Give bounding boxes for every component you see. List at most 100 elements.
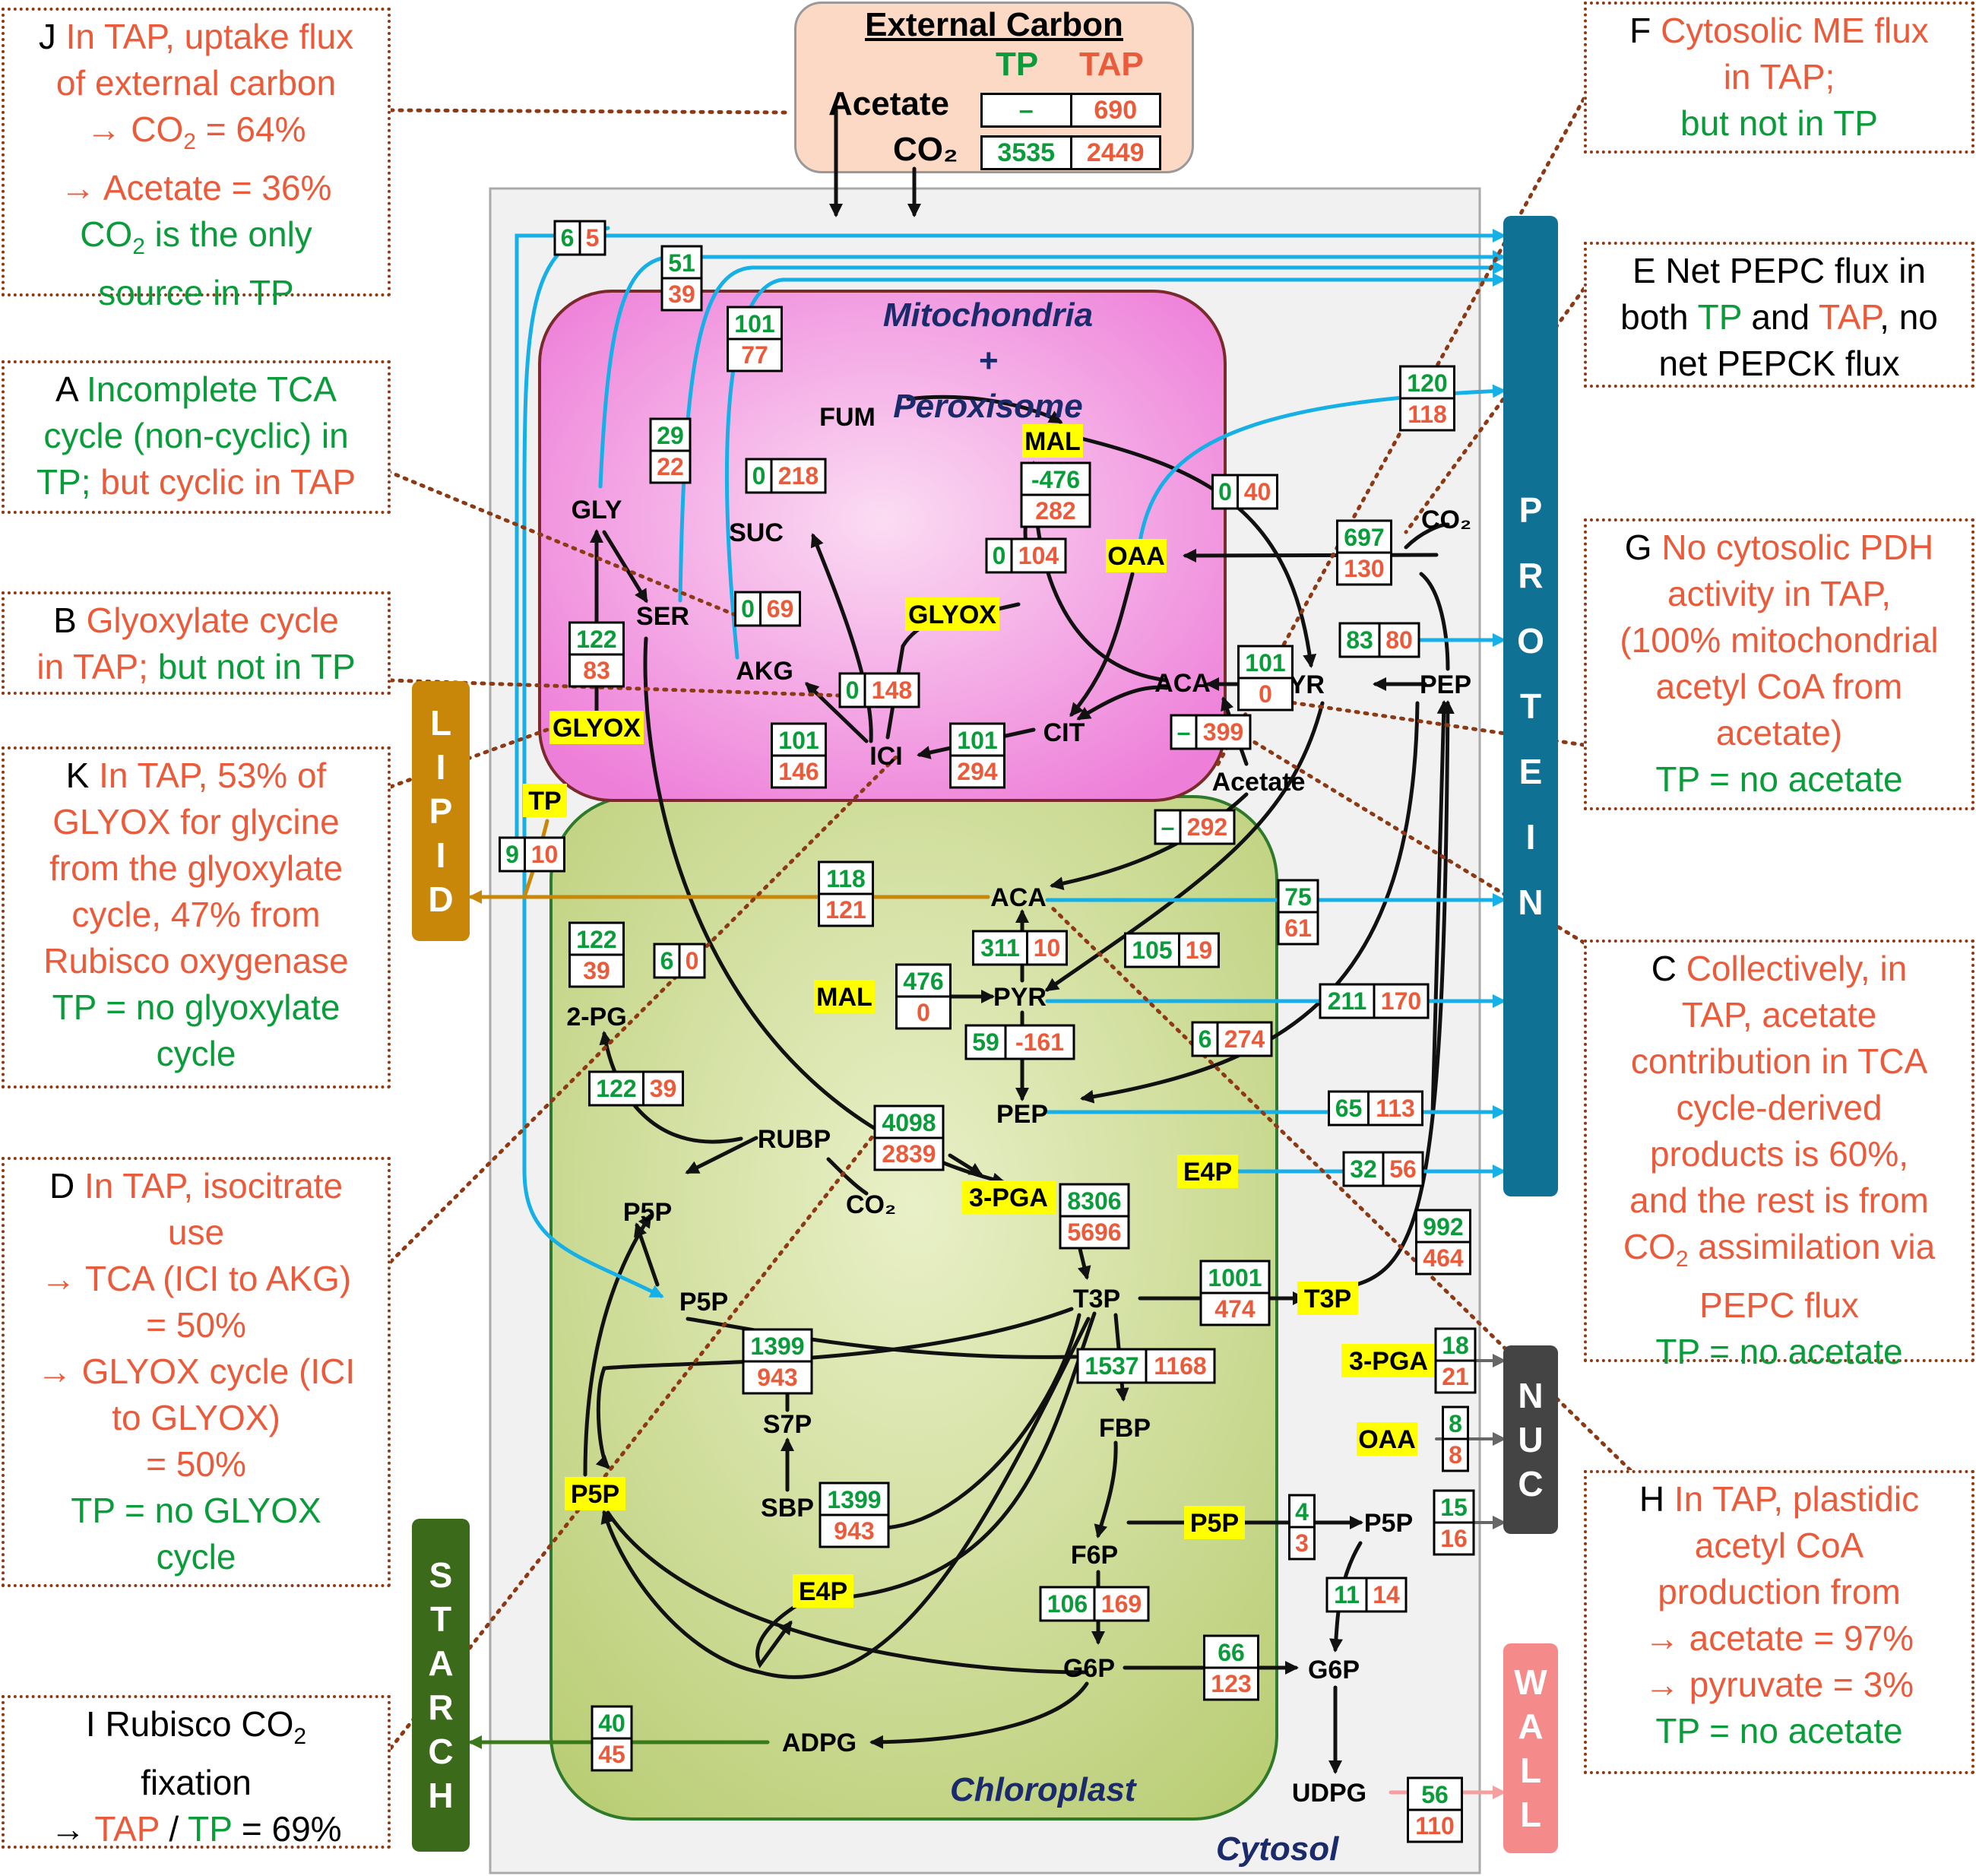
flux-tp: -476 (1031, 466, 1080, 493)
metabolite-label: ICI (869, 742, 902, 771)
metabolite-highlight (523, 784, 567, 817)
metabolite-label: ACA (990, 883, 1047, 912)
reaction-arrow (826, 1157, 869, 1196)
flux-tap: 1168 (1154, 1352, 1206, 1380)
protein-flux-arrow (1138, 384, 1506, 543)
note-text: and the rest is from (1629, 1180, 1929, 1220)
note-text: Rubisco oxygenase (43, 941, 349, 981)
note-text: No cytosolic PDH (1661, 528, 1934, 567)
flux-tp: 56 (1421, 1781, 1449, 1808)
note-line: B Glyoxylate cycle (11, 597, 382, 644)
flux-tap: 464 (1423, 1244, 1464, 1272)
note-line: of external carbon (11, 60, 382, 106)
flux-tap: 130 (1344, 555, 1384, 582)
flux-tap: 5696 (1067, 1218, 1121, 1246)
flux-tap: 0 (1259, 680, 1272, 708)
note-line: acetyl CoA from (1593, 664, 1965, 710)
metabolite-label: P5P (679, 1288, 728, 1317)
flux-tap: 14 (1373, 1581, 1400, 1608)
flux-tap: 39 (668, 280, 695, 308)
flux-tp: 992 (1423, 1213, 1463, 1241)
note-line: → TAP / TP = 69% (11, 1806, 382, 1852)
metabolite-adpg: ADPG (782, 1729, 857, 1757)
metabolite-label: ADPG (782, 1729, 857, 1757)
flux-tap: 399 (1203, 718, 1243, 746)
note-line: G No cytosolic PDH (1593, 524, 1965, 571)
flux-tp: 476 (903, 968, 943, 995)
metabolite-pyr_p: PYR (993, 983, 1047, 1012)
note-text: acetate) (1715, 713, 1843, 753)
flux-box: 59-161 (964, 1024, 1075, 1060)
metabolite-udpg: UDPG (1292, 1779, 1366, 1808)
flux-tp: 1399 (827, 1486, 881, 1513)
flux-tap: 170 (1381, 987, 1421, 1015)
note-text: K (65, 756, 100, 795)
flux-tap: -161 (1015, 1028, 1064, 1056)
note-line: → GLYOX cycle (ICI (11, 1348, 382, 1395)
note-text: TAP, acetate (1681, 995, 1877, 1035)
metabolite-highlight (1106, 539, 1167, 572)
note-line: CO2 assimilation via (1593, 1224, 1965, 1282)
flux-tap: 56 (1389, 1155, 1417, 1183)
reaction-arrow (869, 1681, 1089, 1749)
protein-letter: O (1517, 621, 1544, 661)
note-line: → Acetate = 36% (11, 165, 382, 211)
flux-tp: 15 (1440, 1494, 1468, 1521)
reaction-arrow (1183, 548, 1439, 562)
metabolite-label: SUC (729, 518, 784, 547)
flux-tap: 943 (757, 1364, 797, 1391)
reaction-arrow (686, 1317, 1078, 1359)
metabolite-glyox_m: GLYOX (905, 597, 999, 631)
metabolite-label: MAL (1024, 427, 1081, 456)
note-text: = 50% (146, 1305, 246, 1345)
flux-tap: 110 (1415, 1812, 1455, 1840)
note-line: (100% mitochondrial (1593, 617, 1965, 664)
note-subscript: 2 (183, 129, 196, 155)
metabolite-label: FBP (1099, 1414, 1151, 1443)
metabolite-highlight (549, 711, 644, 744)
note-text: → CO (86, 109, 184, 149)
note-text: → TCA (ICI to AKG) (40, 1259, 352, 1298)
protein-flux-arrow (678, 261, 1506, 603)
note-text: C (1651, 949, 1686, 988)
note-line: fixation (11, 1760, 382, 1806)
note-text: TP = no acetate (1655, 1711, 1903, 1751)
flux-tap: 10 (1034, 934, 1061, 962)
metabolite-label: P5P (571, 1480, 619, 1509)
note-text: TP (188, 1809, 233, 1849)
flux-tap: 39 (650, 1075, 677, 1102)
note-text: in TAP; (36, 647, 158, 686)
note-text: fixation (141, 1763, 252, 1803)
note-text: and (1741, 297, 1819, 337)
note-line: acetate) (1593, 710, 1965, 756)
flux-tap: 40 (1244, 478, 1271, 505)
note-text: → GLYOX cycle (ICI (36, 1352, 356, 1391)
note-line: activity in TAP, (1593, 571, 1965, 617)
metabolite-p5p_y: P5P (565, 1477, 625, 1510)
note-line: from the glyoxylate (11, 845, 382, 892)
starch-letter: H (428, 1776, 454, 1815)
reaction-arrow (599, 1031, 743, 1144)
metabolite-fbp: FBP (1099, 1414, 1151, 1443)
flux-tp: 1399 (750, 1333, 804, 1360)
note-text: E Net PEPC flux in (1632, 251, 1927, 290)
note-line: TP = no acetate (1593, 1329, 1965, 1375)
reaction-arrow (606, 1510, 1089, 1675)
note-line: acetyl CoA (1593, 1523, 1965, 1569)
metabolite-label: T3P (1304, 1285, 1351, 1314)
metabolite-s7p: S7P (763, 1410, 812, 1439)
mito-line1: Mitochondria + (882, 296, 1094, 379)
metabolite-co2_p: CO₂ (846, 1190, 896, 1219)
